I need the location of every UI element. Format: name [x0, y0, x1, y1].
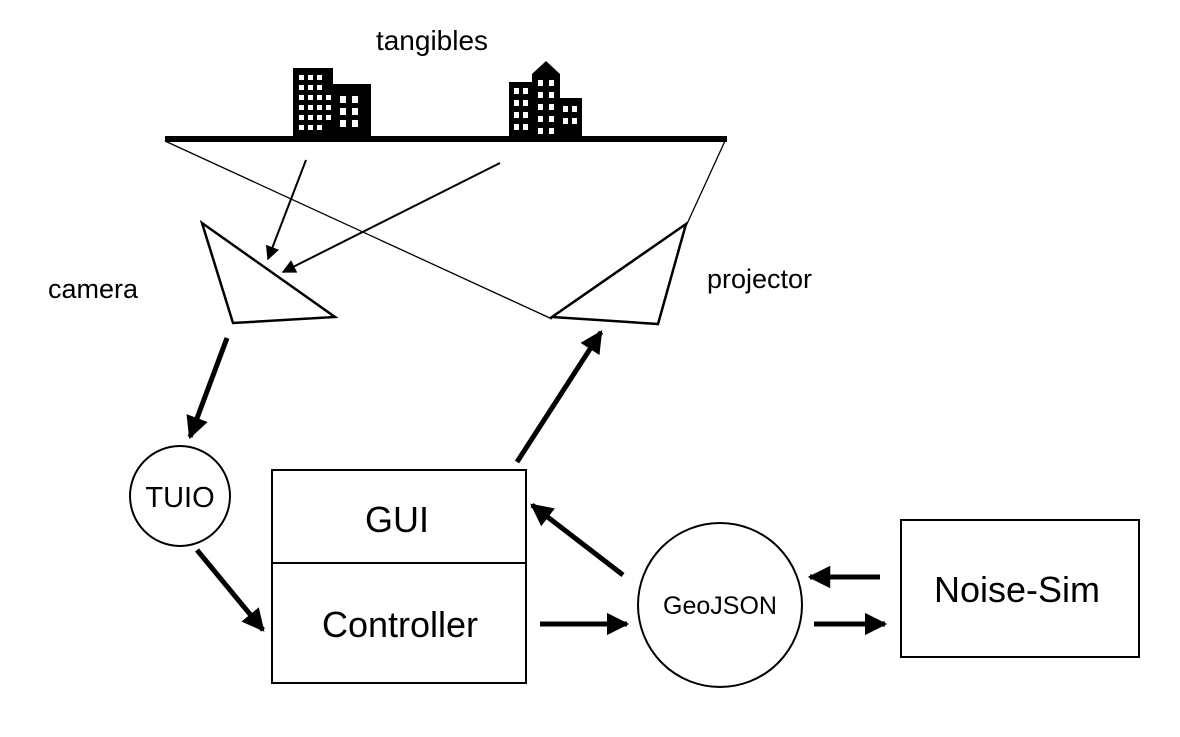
building-icon — [293, 68, 371, 138]
arrow-tuio-to-controller — [195, 548, 265, 632]
controller-label: Controller — [322, 604, 478, 645]
arrow-building2-to-camera — [281, 162, 501, 273]
camera-label: camera — [48, 274, 139, 304]
projector-icon — [548, 220, 689, 326]
tuio-node — [129, 445, 231, 547]
arrow-gui-to-projector — [514, 330, 604, 464]
projector-label: projector — [707, 264, 812, 294]
geojson-label: GeoJSON — [663, 592, 777, 620]
geojson-node — [637, 522, 803, 688]
projection-ray-right — [685, 140, 726, 227]
noise-sim-label: Noise-Sim — [934, 569, 1100, 610]
tangibles-label: tangibles — [376, 25, 488, 56]
tuio-label: TUIO — [145, 482, 214, 514]
controller-box — [271, 562, 527, 684]
gui-label: GUI — [365, 499, 429, 540]
noise-sim-box — [900, 519, 1140, 658]
arrow-geojson-to-gui — [530, 503, 625, 577]
camera-icon — [199, 219, 339, 325]
arrow-camera-to-tuio — [186, 337, 230, 440]
building-icon — [509, 61, 582, 138]
gui-box — [271, 469, 527, 564]
projection-ray-left — [164, 140, 553, 320]
arrow-building1-to-camera — [265, 159, 307, 261]
